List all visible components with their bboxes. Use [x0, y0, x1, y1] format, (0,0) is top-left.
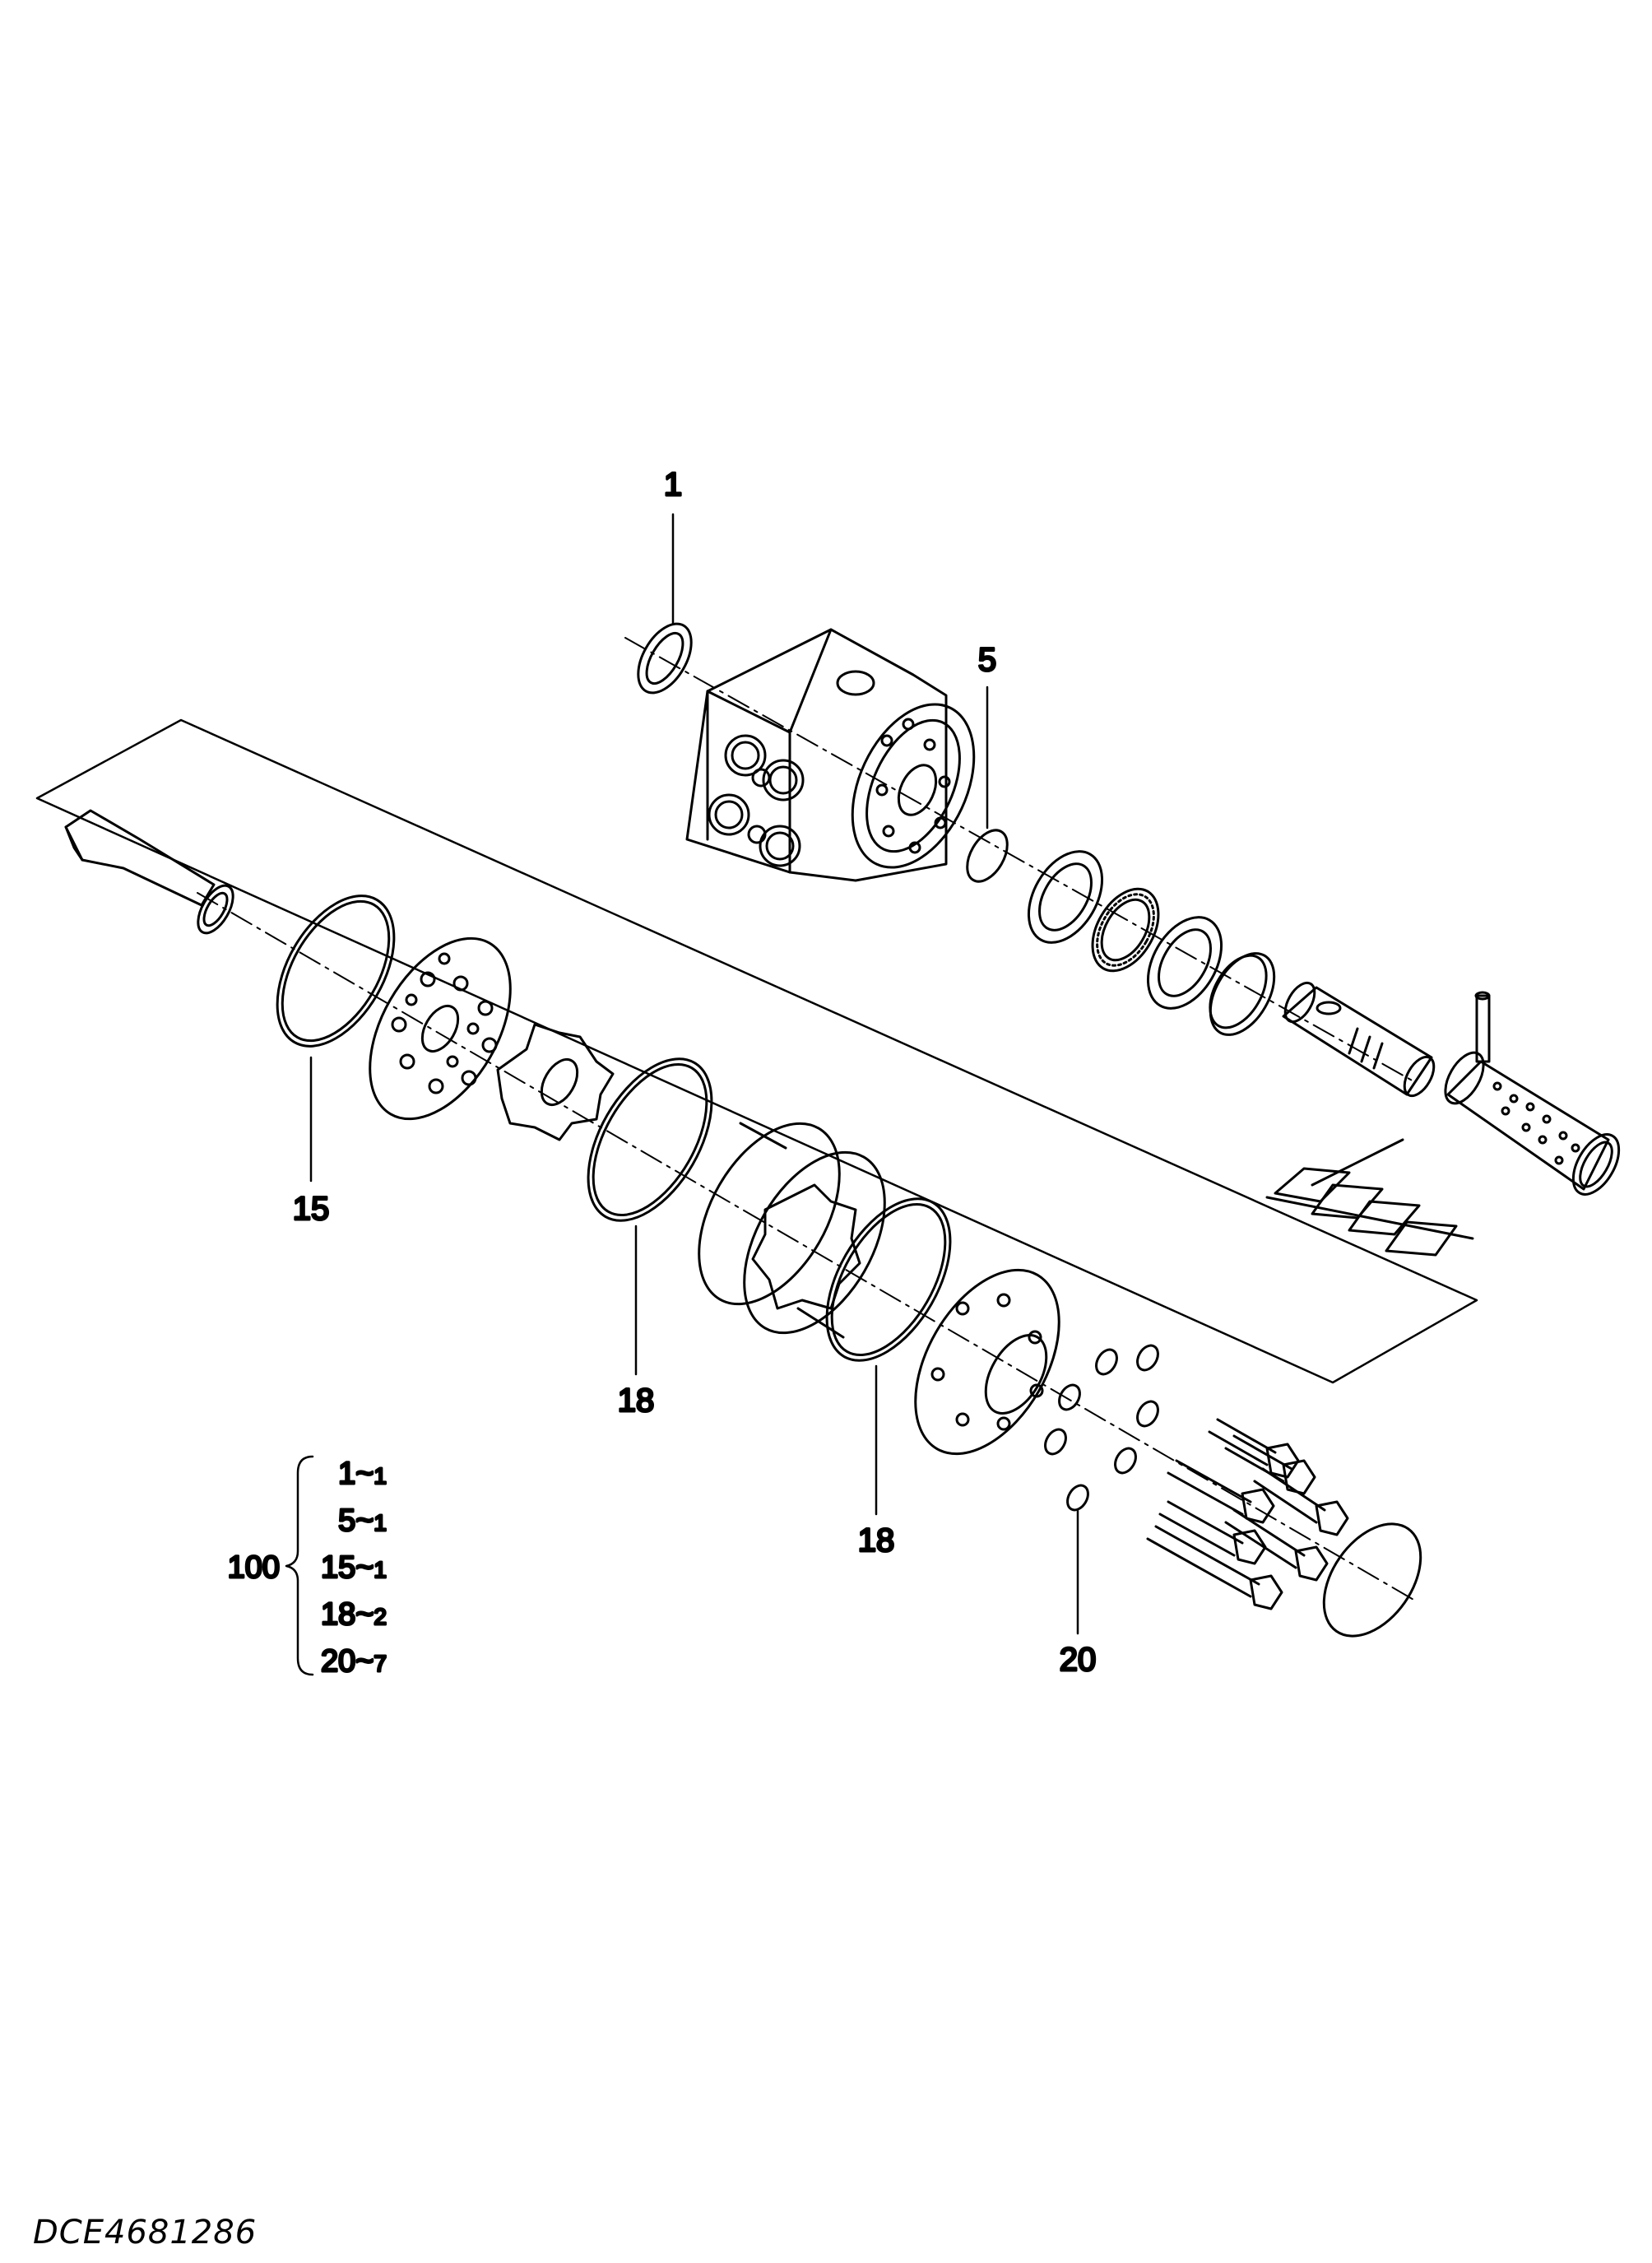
center-line	[197, 637, 1416, 1601]
o-ring-part-18-upper	[563, 1038, 737, 1241]
kit-item-part-15: 15~1	[321, 1550, 387, 1585]
gear-rotor	[498, 1025, 613, 1140]
distributor-plate	[341, 914, 539, 1143]
gear-ring	[670, 1099, 913, 1357]
kit-item-part: 20	[321, 1644, 355, 1679]
cross-pin	[1476, 992, 1489, 1062]
callout-18-lower: 18	[858, 1522, 895, 1559]
kit-item-part-20: 20~7	[321, 1644, 387, 1679]
centering-springs	[1267, 1140, 1473, 1255]
kit-item-qty: 1	[374, 1510, 387, 1536]
kit-item-part-1: 1~1	[338, 1457, 387, 1491]
bearing-washer	[1133, 904, 1237, 1021]
sleeve	[1437, 1047, 1628, 1202]
steering-unit-housing	[687, 630, 998, 887]
kit-item-sep: ~	[355, 1457, 374, 1491]
spool	[1279, 978, 1440, 1100]
kit-item-part: 18	[321, 1597, 355, 1632]
retaining-ring	[1197, 942, 1287, 1046]
callout-15: 15	[293, 1191, 330, 1227]
leader-lines	[309, 513, 1079, 1635]
callout-1: 1	[664, 467, 682, 503]
cap-bolts	[1148, 1420, 1348, 1609]
kit-item-qty: 1	[374, 1463, 387, 1489]
kit-item-qty: 7	[374, 1651, 387, 1676]
kit-item-qty: 1	[374, 1557, 387, 1582]
kit-item-sep: ~	[355, 1597, 374, 1632]
end-cap	[886, 1245, 1089, 1478]
kit-item-sep: ~	[355, 1503, 374, 1538]
subassembly-boundary	[35, 718, 1478, 1384]
kit-item-part-5: 5~1	[338, 1503, 387, 1538]
cardan-shaft	[66, 811, 240, 939]
callout-18-upper: 18	[618, 1382, 655, 1419]
kit-item-qty: 2	[374, 1604, 387, 1629]
kit-item-part: 15	[321, 1550, 355, 1585]
kit-item-sep: ~	[355, 1644, 374, 1679]
callout-5: 5	[978, 642, 996, 678]
end-disk	[1304, 1506, 1441, 1654]
o-ring-part-5	[959, 824, 1016, 889]
callout-20: 20	[1060, 1642, 1097, 1678]
kit-item-part: 5	[338, 1503, 355, 1538]
o-ring-part-18-lower	[801, 1178, 976, 1381]
document-id: DCE4681286	[33, 2214, 258, 2251]
kit-item-part: 1	[338, 1457, 355, 1491]
seal-ring-part-1	[627, 615, 702, 702]
kit-number: 100	[228, 1550, 280, 1585]
kit-item-part-18: 18~2	[321, 1597, 387, 1632]
seal-washers-part-20	[1041, 1342, 1162, 1514]
needle-thrust-bearing	[1079, 877, 1172, 983]
kit-item-sep: ~	[355, 1550, 374, 1585]
thrust-washer	[1014, 839, 1117, 955]
o-ring-part-15	[253, 876, 418, 1066]
kit-brace	[285, 1455, 314, 1676]
